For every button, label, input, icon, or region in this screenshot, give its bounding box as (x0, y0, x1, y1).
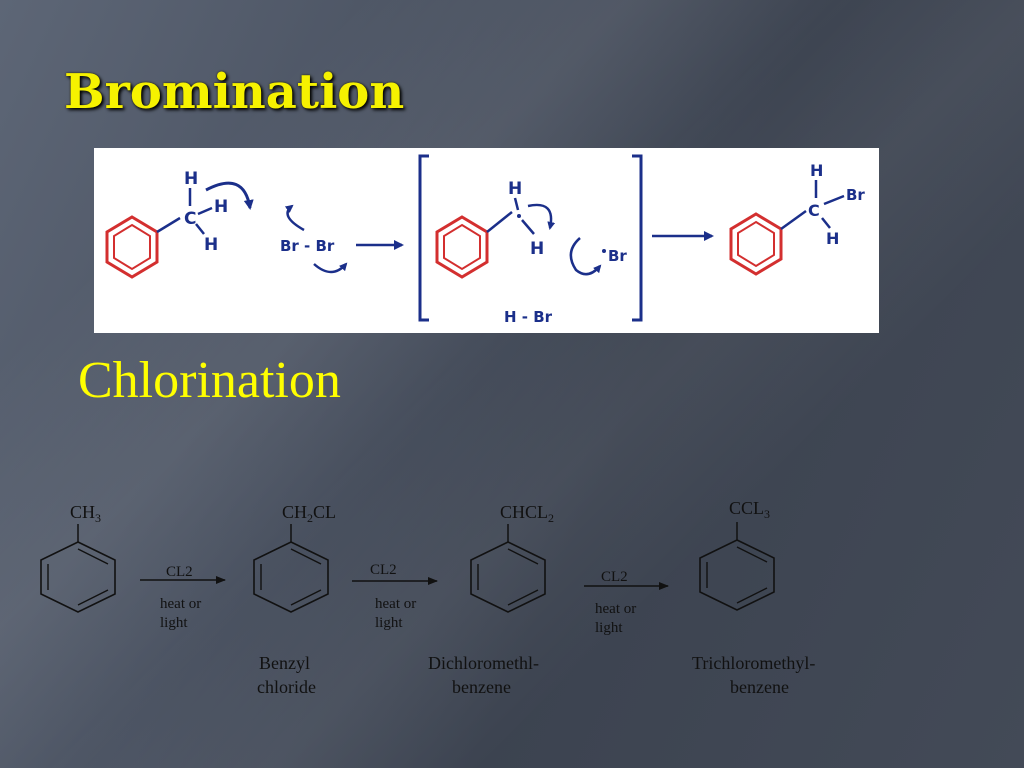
br-br-label: Br - Br (280, 237, 335, 255)
atom-h-bottom: H (204, 235, 218, 255)
hbr-label: H - Br (504, 308, 553, 326)
curved-arrow-5 (569, 237, 602, 276)
br-product-label: Br (846, 186, 865, 204)
curved-arrow-1 (205, 181, 254, 210)
formula-ch2cl: CH2CL (282, 502, 336, 525)
svg-text:heat or: heat or (595, 601, 636, 617)
benzyl-bromide-product: C H Br H (729, 161, 865, 276)
chlorination-heading: Chlorination (78, 352, 341, 409)
atom-h-top: H (184, 169, 198, 189)
name-trichloro-1: Trichloromethyl- (692, 653, 815, 673)
slide-title: Bromination (64, 64, 405, 120)
curved-arrow-2 (284, 204, 305, 232)
svg-text:light: light (160, 615, 188, 631)
formula-ccl3: CCL3 (729, 498, 770, 521)
bromination-mechanism-image: C H H H Br - Br H H (94, 148, 879, 333)
svg-text:CL2: CL2 (166, 564, 193, 580)
compound-toluene: CH3 (40, 502, 116, 613)
curved-arrow-3 (313, 262, 348, 274)
svg-text:heat or: heat or (160, 596, 201, 612)
atom-h-prod-bottom: H (826, 229, 839, 248)
curved-arrow-4 (527, 203, 556, 230)
toluene-reactant: C H H H (105, 169, 254, 279)
name-dichloro-2: benzene (452, 677, 511, 697)
svg-text:heat or: heat or (375, 596, 416, 612)
compound-benzyl-chloride: CH2CL Benzyl chloride (253, 502, 336, 697)
atom-h-right: H (214, 197, 228, 217)
atom-h-int-top: H (508, 179, 522, 199)
atom-h-int-bottom: H (530, 239, 544, 259)
bracket-right (632, 154, 643, 322)
compound-dichloromethylbenzene: CHCL2 Dichloromethl- benzene (428, 502, 554, 697)
svg-text:CL2: CL2 (601, 569, 628, 585)
name-trichloro-2: benzene (730, 677, 789, 697)
formula-ch3: CH3 (70, 502, 101, 525)
atom-c-prod: C (808, 201, 820, 220)
formula-chcl2: CHCL2 (500, 502, 554, 525)
chlorination-scheme: CH3 CL2 heat or light CH2CL Benzyl chlor… (40, 498, 815, 697)
reaction-arrow-chlorination-2: CL2 heat or light (352, 562, 438, 631)
bromine-molecule: Br - Br (280, 204, 404, 274)
name-benzyl-chloride-2: chloride (257, 677, 316, 697)
svg-text:CL2: CL2 (370, 562, 397, 578)
reaction-arrow-chlorination-3: CL2 heat or light (584, 569, 669, 636)
svg-text:light: light (375, 615, 403, 631)
name-dichloro-1: Dichloromethl- (428, 653, 539, 673)
benzyl-radical-intermediate: H H Br H - Br (435, 179, 627, 326)
br-radical-label: Br (608, 247, 627, 265)
atom-c: C (184, 209, 196, 229)
bracket-left (418, 154, 429, 322)
svg-text:light: light (595, 620, 623, 636)
name-benzyl-chloride-1: Benzyl (259, 653, 310, 673)
compound-trichloromethylbenzene: CCL3 Trichloromethyl- benzene (692, 498, 815, 697)
reaction-arrow-chlorination-1: CL2 heat or light (140, 564, 226, 631)
atom-h-prod-top: H (810, 161, 823, 180)
